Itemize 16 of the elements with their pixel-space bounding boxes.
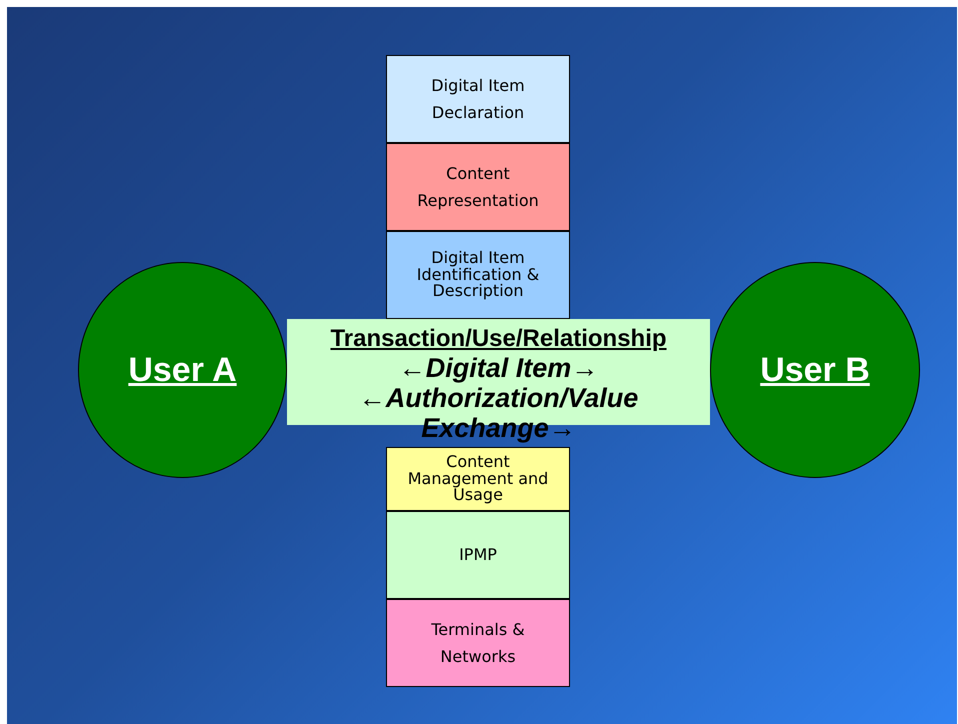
layer-box [386, 55, 570, 143]
layer-box [386, 231, 570, 319]
user-label: User A [128, 350, 237, 390]
layer-label: Content Representation [416, 162, 540, 212]
layer-label: Digital Item Declaration [430, 74, 526, 124]
layer-box [386, 143, 570, 231]
layer-label: Digital Item Identification & Description [416, 250, 540, 300]
layer-box [386, 447, 570, 511]
panel-heading: Transaction/Use/Relationship [330, 325, 667, 353]
layer-label: Content Management and Usage [406, 454, 550, 504]
layer-label: Terminals & Networks [430, 618, 526, 668]
layer-box [386, 599, 570, 687]
layer-label: IPMP [459, 544, 497, 566]
layer-box [386, 511, 570, 599]
exchange-line: ←Digital Item→ [398, 353, 598, 384]
user-label: User B [760, 350, 870, 390]
